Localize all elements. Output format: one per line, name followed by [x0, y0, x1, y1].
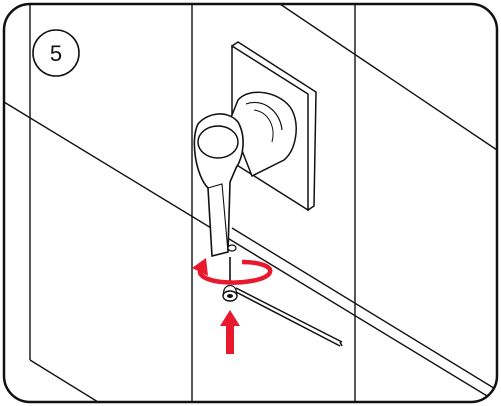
counter-clockwise-rotation-arrow-icon — [192, 258, 273, 285]
upward-arrow-icon — [220, 310, 240, 354]
wall-lines — [4, 4, 497, 402]
lever-handle — [193, 113, 244, 258]
hex-key — [229, 257, 343, 347]
wall-diagonal-middle — [4, 101, 497, 402]
wall-diagonal-top — [279, 4, 497, 151]
grub-screw — [222, 284, 238, 302]
valve-body — [229, 91, 297, 178]
step-badge: 5 — [32, 29, 80, 77]
step-number: 5 — [50, 41, 62, 66]
wall-diagonal-lower — [231, 227, 497, 391]
